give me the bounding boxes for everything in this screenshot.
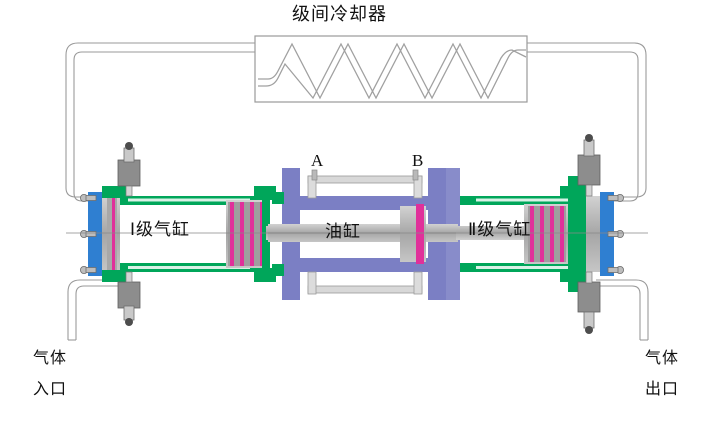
gas-outlet-label-line2: 出口	[645, 379, 680, 398]
stage1-cylinder-label: Ⅰ级气缸	[130, 220, 191, 240]
oil-tie-bar-bottom	[307, 285, 423, 294]
oil-barrel-top-wall	[300, 196, 428, 210]
gas-outlet-label-line1: 气体	[645, 348, 680, 367]
oil-barrel-bottom-wall	[300, 258, 428, 272]
stage2-cylinder-label: Ⅱ级气缸	[468, 220, 532, 240]
gas-inlet-label-line2: 入口	[33, 379, 68, 398]
stage1-piston-seals	[228, 202, 264, 266]
pipe-cooler-to-stage2-inner	[526, 51, 639, 202]
stage1-inlet-valve	[117, 142, 141, 197]
pipe-stage1-to-cooler-outer	[65, 42, 258, 198]
pipe-stage1-to-cooler-inner	[73, 51, 258, 202]
pipe-gas-outlet-outer	[596, 279, 649, 340]
oil-left-coupler-top	[272, 192, 284, 204]
port-b-fitting	[412, 169, 419, 181]
stage1-outlet-valve	[117, 271, 141, 326]
stage2-outlet-valve	[577, 271, 601, 334]
stage2-right-flange-bottom	[560, 270, 586, 282]
stage1-barrel	[120, 205, 226, 263]
stage1-right-flange-bottom	[254, 268, 276, 282]
stage1-head-seals	[107, 198, 117, 270]
pipe-gas-inlet-inner	[75, 285, 120, 340]
gas-inlet-label-line1: 气体	[33, 348, 68, 367]
oil-tie-bar-bottom-sleeve-b	[413, 271, 423, 295]
stage1-right-flange-top	[254, 186, 276, 200]
stage1-bolts	[80, 193, 97, 274]
gas-piping	[65, 42, 649, 341]
stage2-end-head	[600, 192, 614, 276]
pipe-cooler-to-stage2-outer	[526, 42, 647, 198]
oil-tie-bar-top	[307, 175, 423, 184]
stage2-piston-seals	[528, 206, 566, 262]
oil-cylinder-assembly	[268, 168, 470, 300]
pipe-gas-inlet-outer	[67, 279, 120, 340]
intercooler-title: 级间冷却器	[292, 4, 387, 25]
oil-piston-seal	[416, 204, 424, 264]
port-a-fitting	[311, 169, 318, 181]
oil-left-coupler-bottom	[272, 264, 284, 276]
pipe-gas-outlet-inner	[596, 285, 641, 340]
port-b-label: B	[412, 151, 424, 170]
stage2-bolts	[607, 193, 625, 274]
stage2-head-body	[586, 196, 600, 272]
stage2-inlet-valve	[577, 134, 601, 197]
port-a-label: A	[311, 151, 324, 170]
intercooler-unit	[254, 35, 528, 103]
stage2-cylinder-assembly	[456, 134, 625, 334]
oil-cylinder-label: 油缸	[325, 222, 361, 242]
oil-tie-bar-bottom-sleeve-a	[307, 271, 317, 295]
intercooler-coil	[258, 42, 527, 100]
stage2-right-frame	[568, 176, 586, 292]
stage2-right-flange-top	[560, 186, 586, 198]
